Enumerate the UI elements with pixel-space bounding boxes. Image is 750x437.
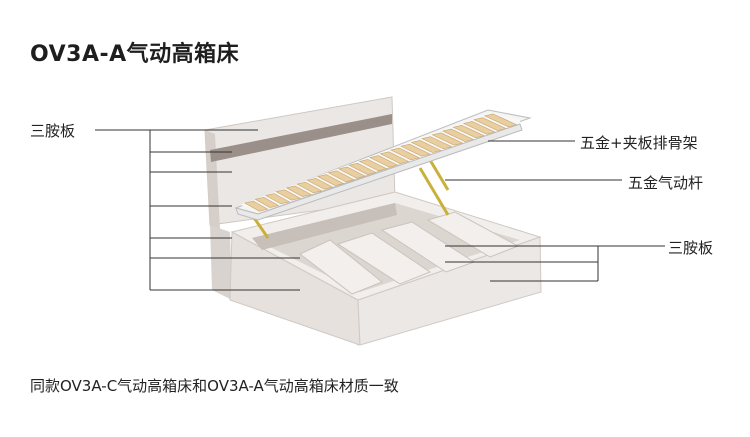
box-left-side: [210, 225, 232, 300]
slat: [400, 143, 432, 157]
slat: [410, 140, 442, 153]
slat: [296, 181, 323, 194]
slat: [275, 189, 301, 201]
gas-strut-right-b: [428, 159, 450, 191]
divider-1: [299, 239, 383, 295]
slat: [431, 132, 464, 146]
headboard-side: [205, 130, 220, 230]
leader-lines-left: [95, 129, 300, 291]
headboard-stripe: [210, 114, 392, 162]
slat: [369, 155, 399, 168]
slat: [306, 178, 334, 190]
slat-frame-front-rail: [235, 123, 523, 221]
slat: [421, 136, 453, 150]
slat: [265, 193, 291, 205]
product-title: OV3A-A气动高箱床: [30, 42, 240, 67]
slat: [327, 170, 356, 183]
slat: [337, 166, 366, 179]
slat: [379, 151, 410, 164]
leader-lines-right: [445, 140, 665, 282]
slat: [285, 185, 312, 197]
slat: [348, 162, 377, 175]
callout-right-panel: 三胺板: [668, 239, 714, 257]
slat: [254, 196, 280, 208]
footer-note: 同款OV3A-C气动高箱床和OV3A-A气动高箱床材质一致: [30, 377, 399, 395]
slat: [358, 159, 388, 172]
slat-frame: [234, 109, 532, 221]
slat: [317, 174, 345, 186]
box-interior-wall: [252, 203, 397, 250]
slat: [389, 147, 421, 161]
callout-gas-strut: 五金气动杆: [628, 174, 704, 192]
divider-2: [336, 232, 432, 285]
slat: [244, 200, 269, 212]
callout-left-panel: 三胺板: [30, 122, 76, 140]
callout-hardware-frame: 五金+夹板排骨架: [580, 134, 698, 152]
gas-strut-right: [418, 167, 450, 216]
